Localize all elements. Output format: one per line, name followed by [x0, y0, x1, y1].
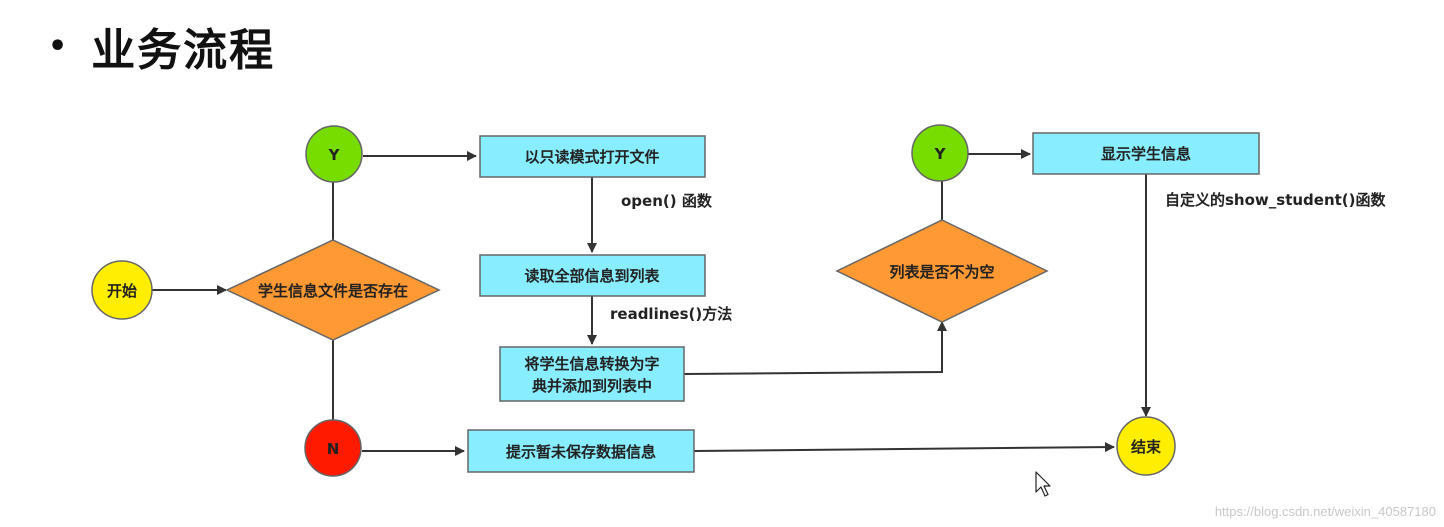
process-no-data: 提示暂未保存数据信息 — [467, 429, 695, 473]
end-node: 结束 — [1116, 416, 1176, 476]
process-convert: 将学生信息转换为字 典并添加到列表中 — [499, 346, 685, 402]
process-open-file: 以只读模式打开文件 — [479, 135, 706, 178]
yes-top-label: Y — [328, 146, 341, 164]
process-show-info: 显示学生信息 — [1032, 132, 1260, 175]
start-node: 开始 — [91, 260, 153, 320]
process-read-all: 读取全部信息到列表 — [479, 254, 706, 297]
watermark-text: https://blog.csdn.net/weixin_40587180 — [1215, 504, 1436, 519]
no-data-label: 提示暂未保存数据信息 — [506, 443, 656, 461]
read-all-label: 读取全部信息到列表 — [524, 267, 660, 285]
bullet-icon: • — [48, 28, 70, 64]
show-info-label: 显示学生信息 — [1101, 145, 1191, 163]
page-title-text: 业务流程 — [91, 25, 276, 76]
page-title: • 业务流程 — [48, 14, 275, 78]
decision-list-not-empty: 列表是否不为空 — [835, 219, 1049, 323]
decision-file-label: 学生信息文件是否存在 — [258, 282, 408, 300]
yes-node-right: Y — [911, 124, 969, 182]
decision-file-exists: 学生信息文件是否存在 — [225, 239, 441, 341]
yes-right-label: Y — [934, 145, 947, 163]
convert-label-line2: 典并添加到列表中 — [532, 377, 652, 395]
cursor-icon — [1035, 471, 1051, 497]
edge-convert-decision — [683, 321, 947, 375]
start-label: 开始 — [107, 282, 137, 300]
open-file-label: 以只读模式打开文件 — [524, 148, 659, 166]
readlines-label: readlines()方法 — [610, 305, 732, 323]
yes-node-top: Y — [305, 125, 363, 183]
no-label: N — [327, 440, 340, 458]
convert-label-line1: 将学生信息转换为字 — [524, 355, 659, 373]
edge-prompt-end — [693, 442, 1115, 453]
end-label: 结束 — [1131, 438, 1162, 456]
decision-list-label: 列表是否不为空 — [889, 263, 994, 281]
open-fn-label: open() 函数 — [621, 192, 713, 210]
show-student-label: 自定义的show_student()函数 — [1165, 191, 1387, 209]
no-node-bottom: N — [304, 419, 362, 477]
